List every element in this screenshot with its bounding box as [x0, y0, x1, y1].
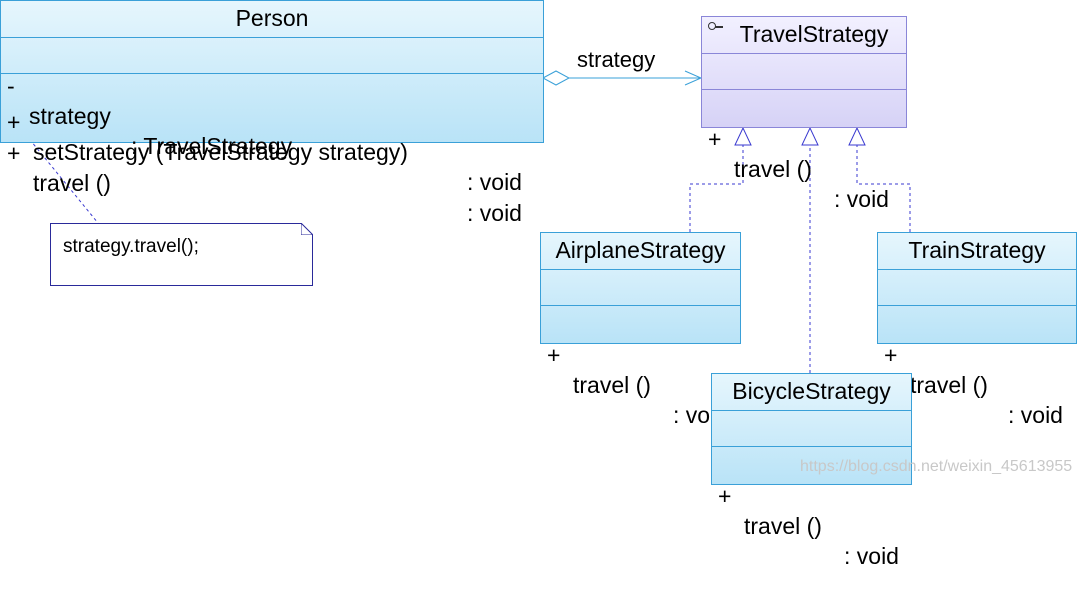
attributes-section — [702, 53, 906, 89]
visibility-private: - — [7, 73, 15, 99]
visibility-public: + — [718, 483, 732, 509]
operation-return: : void — [1008, 402, 1063, 428]
attributes-section — [712, 410, 911, 446]
connectors-layer — [21, 70, 911, 373]
operation-name: travel () — [744, 513, 822, 539]
visibility-public: + — [884, 342, 898, 368]
class-name: TrainStrategy — [908, 237, 1046, 263]
airplane-strategy-class[interactable]: AirplaneStrategy + travel () : void — [540, 232, 741, 428]
attributes-section — [878, 269, 1076, 305]
note-text: strategy.travel(); — [63, 236, 199, 257]
uml-note[interactable]: strategy.travel(); — [50, 223, 313, 286]
travel-strategy-interface[interactable]: TravelStrategy + travel () : void — [701, 16, 907, 212]
train-strategy-class[interactable]: TrainStrategy + travel () : void — [877, 232, 1077, 428]
operation-row[interactable]: + travel () : void — [702, 94, 906, 212]
visibility-public: + — [547, 342, 561, 368]
attribute-name: strategy — [29, 103, 111, 129]
class-name: TravelStrategy — [739, 21, 889, 47]
realization-train — [848, 126, 911, 232]
visibility-public: + — [708, 126, 722, 152]
operations-section: + travel () : void — [702, 89, 906, 212]
operation-return: : void — [834, 186, 889, 212]
operation-return: : void — [467, 169, 522, 195]
attribute-row[interactable]: - strategy : TravelStrategy — [1, 41, 543, 159]
association-label: strategy — [577, 47, 656, 72]
operation-name: travel () — [910, 372, 988, 398]
operation-return: : void — [467, 200, 522, 226]
operations-section: + travel () : void — [878, 305, 1076, 428]
interface-icon — [708, 22, 723, 30]
visibility-public: + — [7, 109, 21, 135]
realization-airplane — [689, 126, 752, 232]
operation-row[interactable]: + travel () : void — [541, 310, 740, 428]
watermark: https://blog.csdn.net/weixin_45613955 — [800, 458, 1073, 475]
note-link — [21, 129, 99, 224]
attribute-type: : TravelStrategy — [131, 133, 293, 159]
operations-section: + setStrategy (TravelStrategy strategy) … — [1, 73, 543, 226]
operation-name: travel () — [573, 372, 651, 398]
operation-row[interactable]: + travel () : void — [1, 108, 543, 226]
operation-name: travel () — [734, 156, 812, 182]
class-name: Person — [235, 5, 309, 31]
attributes-section: - strategy : TravelStrategy — [1, 37, 543, 159]
operation-row[interactable]: + setStrategy (TravelStrategy strategy) … — [1, 77, 543, 195]
operation-name: setStrategy (TravelStrategy strategy) — [33, 139, 408, 165]
operation-return: : void — [844, 543, 899, 569]
operation-row[interactable]: + travel () : void — [878, 310, 1076, 428]
realization-bicycle — [801, 126, 819, 373]
operation-name: travel () — [33, 170, 111, 196]
person-class[interactable]: Person - strategy : TravelStrategy + set… — [0, 0, 544, 226]
aggregation-association — [541, 70, 703, 86]
visibility-public: + — [7, 140, 21, 166]
class-name: BicycleStrategy — [732, 378, 891, 404]
note-fold-corner — [301, 223, 313, 235]
aggregation-diamond — [541, 70, 571, 86]
attributes-section — [541, 269, 740, 305]
class-name: AirplaneStrategy — [555, 237, 726, 263]
operations-section: + travel () : void — [541, 305, 740, 428]
